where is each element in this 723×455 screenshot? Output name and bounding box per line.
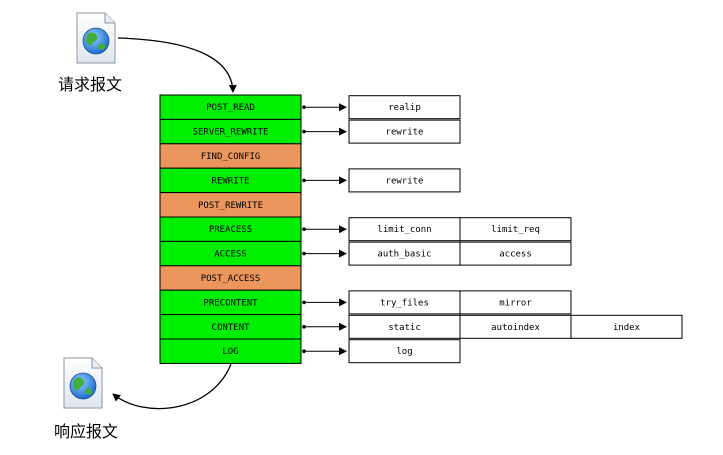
phase-label: ACCESS (214, 250, 247, 260)
phase-label: POST_READ (206, 103, 255, 113)
connector-layer (302, 103, 347, 356)
phase-server-rewrite: SERVER_REWRITE (159, 118, 302, 145)
module-try-files: try_files (348, 290, 461, 315)
phase-label: POST_ACCESS (201, 274, 261, 284)
phase-label: FIND_CONFIG (201, 152, 261, 162)
module-rewrite: rewrite (348, 168, 461, 193)
module-label: realip (388, 103, 421, 113)
request-flow-arrow (117, 37, 237, 93)
module-label: rewrite (386, 128, 424, 138)
phase-log: LOG (159, 338, 302, 364)
module-box (459, 217, 572, 242)
phase-precontent: PRECONTENT (159, 289, 302, 316)
module-index: index (570, 314, 683, 339)
phase-box (159, 192, 302, 218)
connector-content (302, 322, 347, 331)
phase-label: SERVER_REWRITE (193, 128, 269, 138)
module-box (459, 290, 572, 315)
module-box (570, 314, 683, 339)
phase-label: POST_REWRITE (198, 201, 263, 211)
phase-box (159, 118, 302, 145)
module-label: static (388, 323, 421, 333)
phase-label: REWRITE (212, 176, 250, 186)
phase-box (159, 240, 302, 267)
phase-post-rewrite: POST_REWRITE (159, 192, 302, 218)
response-globe-document-icon (63, 357, 103, 409)
module-access: access (459, 241, 572, 266)
module-label: limit_conn (377, 225, 431, 235)
module-rewrite: rewrite (348, 119, 461, 144)
phase-post-read: POST_READ (159, 94, 302, 120)
phase-find-config: FIND_CONFIG (159, 143, 302, 169)
phase-label: PREACESS (209, 225, 252, 235)
request-label: 请求报文 (58, 75, 123, 94)
phase-label: PRECONTENT (203, 298, 258, 308)
connector-access (302, 249, 347, 258)
module-label: auth_basic (377, 250, 431, 260)
phase-access: ACCESS (159, 240, 302, 267)
module-limit-conn: limit_conn (348, 217, 461, 242)
connector-precontent (302, 298, 347, 307)
module-auth-basic: auth_basic (348, 241, 461, 266)
phase-content: CONTENT (159, 314, 302, 340)
module-autoindex: autoindex (459, 314, 572, 339)
module-realip: realip (348, 95, 461, 120)
request-globe-document-icon (76, 12, 116, 64)
module-box (459, 241, 572, 266)
module-label: rewrite (386, 176, 424, 186)
module-limit-req: limit_req (459, 217, 572, 242)
module-box (348, 119, 461, 144)
phase-box (159, 216, 302, 242)
module-label: autoindex (491, 323, 540, 333)
module-label: index (613, 323, 641, 333)
module-grid: realip rewrite rewrite limit_conn limit_reqa… (348, 95, 683, 364)
module-label: mirror (499, 298, 532, 308)
phase-rewrite: REWRITE (159, 167, 302, 194)
phase-stack: POST_READ SERVER_REWRITE FIND_CONFIG REWRIT… (159, 94, 302, 364)
phase-label: CONTENT (212, 323, 251, 333)
module-log: log (348, 339, 461, 364)
module-label: try_files (380, 298, 429, 308)
module-static: static (348, 314, 461, 339)
phase-post-access: POST_ACCESS (159, 265, 302, 291)
phase-preacess: PREACESS (159, 216, 302, 242)
connector-post-read (302, 103, 347, 112)
connector-server-rewrite (302, 127, 347, 136)
connector-preacess (302, 225, 347, 234)
response-label: 响应报文 (54, 422, 119, 441)
module-label: log (396, 347, 412, 357)
module-box (348, 95, 461, 120)
connector-rewrite (302, 176, 347, 185)
module-box (348, 339, 461, 364)
module-label: limit_req (491, 225, 540, 235)
connector-log (302, 347, 347, 356)
phase-box (159, 265, 302, 291)
phase-box (159, 143, 302, 169)
phase-box (159, 314, 302, 340)
response-flow-arrow (112, 363, 232, 410)
phase-label: LOG (222, 347, 238, 357)
module-mirror: mirror (459, 290, 572, 315)
phase-box (159, 338, 302, 364)
module-label: access (499, 250, 532, 260)
module-box (348, 168, 461, 193)
